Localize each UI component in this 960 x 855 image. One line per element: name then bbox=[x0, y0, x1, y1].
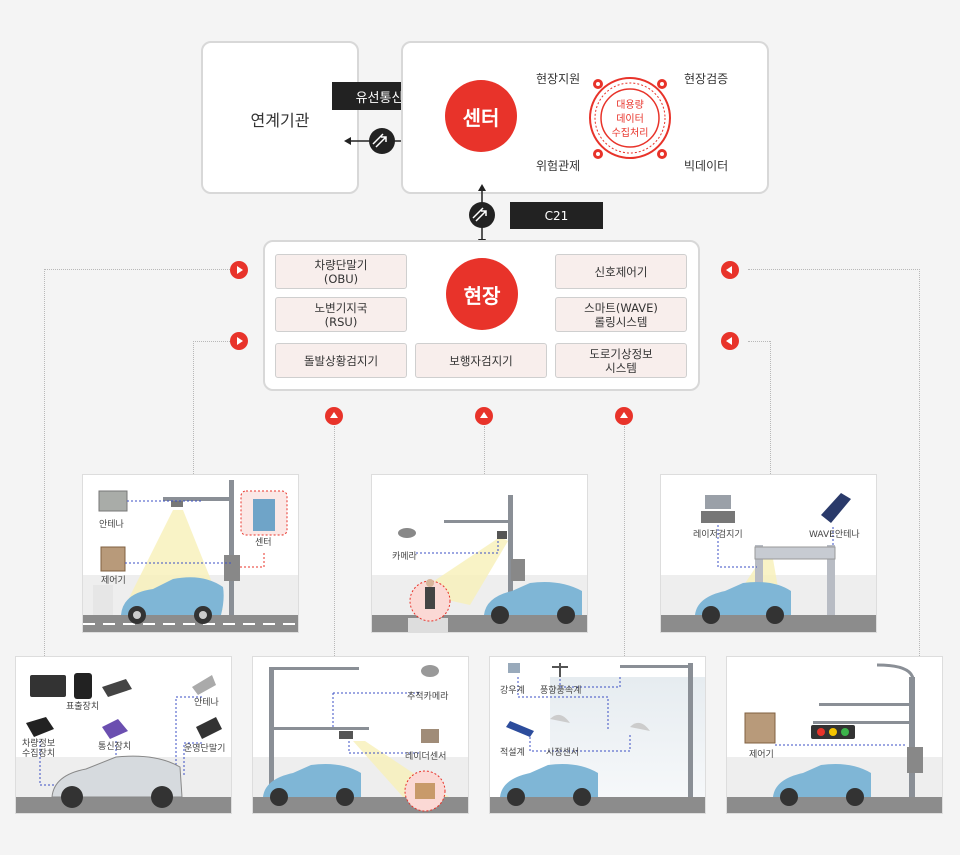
play-arrow-icon bbox=[230, 332, 248, 350]
label-snow-gauge: 적설계 bbox=[500, 748, 525, 758]
cell-pedestrian: 보행자검지기 bbox=[415, 343, 547, 378]
cell-obu: 차량단말기 (OBU) bbox=[275, 254, 407, 289]
cell-wave: 스마트(WAVE) 롤링시스템 bbox=[555, 297, 687, 332]
cell-weather: 도로기상정보 시스템 bbox=[555, 343, 687, 378]
scene-road-weather: 강우계 풍향풍속계 적설계 시정센서 bbox=[489, 656, 706, 814]
label-antenna: 안테나 bbox=[99, 520, 124, 530]
label-rain-gauge: 강우계 bbox=[500, 686, 525, 696]
cell-incident: 돌발상황검지기 bbox=[275, 343, 407, 378]
connector-line bbox=[193, 341, 230, 342]
connector-line bbox=[484, 426, 485, 474]
scene-wave-rolling: 레이저검지기 WAVE안테나 bbox=[660, 474, 877, 633]
scene-pedestrian-detection: 카메라 bbox=[371, 474, 588, 633]
label-wave-antenna: WAVE안테나 bbox=[809, 530, 860, 540]
scene-incident-detection: 안테나 제어기 센터 bbox=[82, 474, 299, 633]
play-arrow-icon bbox=[230, 261, 248, 279]
connector-line bbox=[748, 269, 920, 270]
connector-line bbox=[624, 426, 625, 656]
ring-label-site-support: 현장지원 bbox=[536, 72, 581, 86]
ring-label-site-verify: 현장검증 bbox=[684, 72, 729, 86]
label-radar-sensor: 레이더센서 bbox=[405, 752, 447, 762]
label-tracking-camera: 추적카메라 bbox=[407, 692, 449, 702]
connector-line bbox=[770, 341, 771, 474]
scene-vehicle-obu: 표출장치 차량정보 수집장치 통신장치 안테나 운영단말기 bbox=[15, 656, 232, 814]
label-center: 센터 bbox=[255, 538, 272, 548]
c21-tag: C21 bbox=[510, 202, 603, 229]
scene-radar-tracking: 추적카메라 레이더센서 bbox=[252, 656, 469, 814]
connector-line bbox=[193, 341, 194, 474]
label-collector: 차량정보 수집장치 bbox=[22, 739, 56, 759]
ring-label-big-data: 빅데이터 bbox=[684, 159, 729, 173]
label-laser-detector: 레이저검지기 bbox=[693, 530, 743, 540]
connector-line bbox=[748, 341, 770, 342]
label-controller: 제어기 bbox=[101, 576, 126, 586]
cell-rsu: 노변기지국 (RSU) bbox=[275, 297, 407, 332]
bidirectional-arrow-icon bbox=[469, 184, 495, 246]
connector-line bbox=[44, 269, 230, 270]
label-camera: 카메라 bbox=[392, 552, 417, 562]
play-arrow-icon bbox=[475, 407, 493, 425]
label-controller: 제어기 bbox=[749, 750, 774, 760]
label-wind-sensor: 풍향풍속계 bbox=[540, 686, 582, 696]
connector-line bbox=[44, 269, 45, 656]
ring-label-risk-control: 위험관제 bbox=[536, 159, 581, 173]
ring-center-text: 대용량 데이터 수집처리 bbox=[611, 100, 649, 139]
scene-signal-control: 제어기 bbox=[726, 656, 943, 814]
label-antenna: 안테나 bbox=[194, 698, 219, 708]
play-arrow-icon bbox=[325, 407, 343, 425]
connector-line bbox=[334, 426, 335, 656]
play-arrow-icon bbox=[721, 261, 739, 279]
linked-org-box: 연계기관 bbox=[201, 41, 359, 194]
label-visibility-sensor: 시정센서 bbox=[546, 748, 580, 758]
cell-signal: 신호제어기 bbox=[555, 254, 687, 289]
play-arrow-icon bbox=[721, 332, 739, 350]
label-terminal: 운영단말기 bbox=[184, 744, 226, 754]
label-display: 표출장치 bbox=[66, 702, 100, 712]
data-ring-diagram bbox=[589, 77, 671, 159]
connector-line bbox=[919, 269, 920, 656]
linked-org-label: 연계기관 bbox=[250, 111, 310, 130]
center-circle: 센터 bbox=[445, 80, 517, 152]
play-arrow-icon bbox=[615, 407, 633, 425]
label-comm-device: 통신장치 bbox=[98, 742, 132, 752]
field-circle: 현장 bbox=[446, 258, 518, 330]
